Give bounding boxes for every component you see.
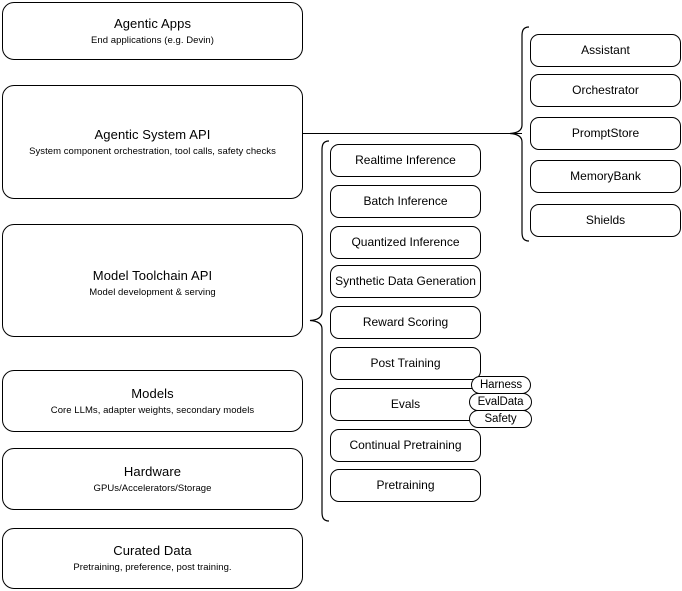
connector-system-api-to-components (303, 133, 522, 134)
chip-label: Reward Scoring (362, 315, 449, 329)
layer-box-curated-data: Curated Data Pretraining, preference, po… (2, 528, 303, 589)
layer-subtitle: Core LLMs, adapter weights, secondary mo… (50, 404, 255, 416)
layer-box-hardware: Hardware GPUs/Accelerators/Storage (2, 448, 303, 510)
chip-label: Assistant (581, 43, 630, 57)
chip-label: Orchestrator (572, 83, 639, 97)
toolchain-chip-batch-inference[interactable]: Batch Inference (330, 185, 481, 218)
chip-label: Quantized Inference (351, 235, 460, 249)
layer-box-model-toolchain-api: Model Toolchain API Model development & … (2, 224, 303, 337)
layer-box-agentic-apps: Agentic Apps End applications (e.g. Devi… (2, 2, 303, 60)
layer-subtitle: GPUs/Accelerators/Storage (93, 482, 212, 494)
layer-box-models: Models Core LLMs, adapter weights, secon… (2, 370, 303, 432)
chip-label: Post Training (370, 356, 441, 370)
system-chip-orchestrator[interactable]: Orchestrator (530, 74, 681, 107)
system-chip-shields[interactable]: Shields (530, 204, 681, 237)
layer-title: Agentic Apps (113, 15, 192, 31)
toolchain-chip-evals[interactable]: Evals (330, 388, 481, 421)
layer-subtitle: End applications (e.g. Devin) (91, 34, 214, 46)
pill-label: Harness (479, 378, 523, 391)
brace-system-components (508, 26, 530, 242)
system-chip-assistant[interactable]: Assistant (530, 34, 681, 67)
chip-label: Batch Inference (363, 194, 448, 208)
pill-label: Safety (484, 412, 517, 425)
chip-label: MemoryBank (570, 169, 641, 183)
toolchain-chip-continual-pretraining[interactable]: Continual Pretraining (330, 429, 481, 462)
brace-toolchain-components (308, 140, 330, 522)
toolchain-chip-pretraining[interactable]: Pretraining (330, 469, 481, 502)
toolchain-chip-post-training[interactable]: Post Training (330, 347, 481, 380)
pill-label: EvalData (477, 395, 524, 408)
layer-box-agentic-system-api: Agentic System API System component orch… (2, 85, 303, 199)
layer-title: Hardware (123, 463, 182, 479)
system-chip-promptstore[interactable]: PromptStore (530, 117, 681, 150)
chip-label: Shields (585, 213, 626, 227)
layer-title: Agentic System API (94, 127, 211, 142)
system-chip-memorybank[interactable]: MemoryBank (530, 160, 681, 193)
chip-label: Pretraining (376, 478, 435, 492)
chip-label: Evals (390, 397, 421, 411)
eval-pill-harness[interactable]: Harness (471, 376, 531, 394)
layer-subtitle: System component orchestration, tool cal… (29, 146, 276, 157)
eval-pill-evaldata[interactable]: EvalData (469, 393, 532, 411)
layer-subtitle: Model development & serving (89, 287, 216, 298)
toolchain-chip-realtime-inference[interactable]: Realtime Inference (330, 144, 481, 177)
toolchain-chip-quantized-inference[interactable]: Quantized Inference (330, 226, 481, 259)
chip-label: Continual Pretraining (349, 438, 462, 452)
eval-pill-safety[interactable]: Safety (469, 410, 532, 428)
toolchain-chip-synthetic-data-generation[interactable]: Synthetic Data Generation (330, 265, 481, 298)
layer-title: Model Toolchain API (92, 268, 213, 283)
chip-label: Synthetic Data Generation (335, 274, 476, 288)
layer-title: Models (131, 385, 174, 401)
layer-subtitle: Pretraining, preference, post training. (73, 562, 232, 573)
toolchain-chip-reward-scoring[interactable]: Reward Scoring (330, 306, 481, 339)
layer-title: Curated Data (113, 543, 192, 558)
chip-label: Realtime Inference (355, 153, 456, 167)
chip-label: PromptStore (571, 126, 640, 140)
